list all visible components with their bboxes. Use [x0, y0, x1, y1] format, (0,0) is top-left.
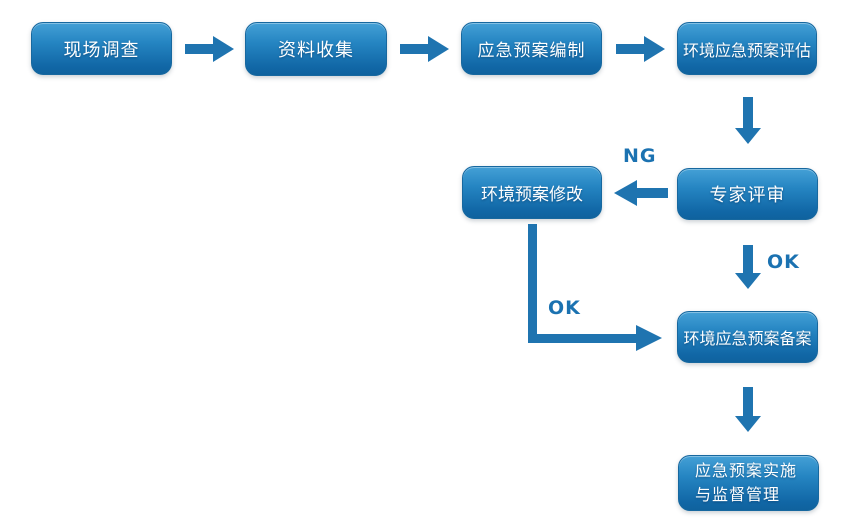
arrow-head-right-icon — [428, 36, 449, 62]
node-site-survey: 现场调查 — [31, 22, 172, 75]
node-plan-evaluation: 环境应急预案评估 — [677, 22, 817, 75]
edge-label-ok-from-review: OK — [767, 251, 800, 273]
arrow-head-down-icon — [735, 273, 761, 289]
arrow-shaft — [743, 97, 753, 128]
arrow-head-down-icon — [735, 416, 761, 432]
arrow-shaft — [616, 44, 644, 54]
arrow-head-left-icon — [614, 180, 637, 206]
node-data-collection: 资料收集 — [245, 22, 387, 76]
arrow-shaft — [743, 387, 753, 416]
arrow-head-right-icon — [636, 325, 662, 351]
node-expert-review: 专家评审 — [677, 168, 818, 220]
node-plan-filing: 环境应急预案备案 — [677, 311, 818, 363]
node-implementation-supervision: 应急预案实施 与监督管理 — [678, 455, 819, 511]
arrow-shaft — [400, 44, 428, 54]
connector-vertical-segment — [528, 224, 537, 343]
edge-label-ng: NG — [623, 145, 657, 167]
arrow-head-right-icon — [213, 36, 234, 62]
arrow-head-down-icon — [735, 128, 761, 144]
connector-horizontal-segment — [528, 334, 636, 343]
arrow-shaft — [743, 245, 753, 273]
edge-label-ok-from-revision: OK — [548, 297, 581, 319]
arrow-head-right-icon — [644, 36, 665, 62]
implementation-line-2: 与监督管理 — [695, 485, 781, 504]
arrow-shaft — [637, 188, 668, 198]
node-plan-revision: 环境预案修改 — [462, 166, 602, 219]
implementation-line-1: 应急预案实施 — [695, 461, 798, 480]
node-plan-compilation: 应急预案编制 — [461, 22, 602, 75]
arrow-shaft — [185, 44, 213, 54]
